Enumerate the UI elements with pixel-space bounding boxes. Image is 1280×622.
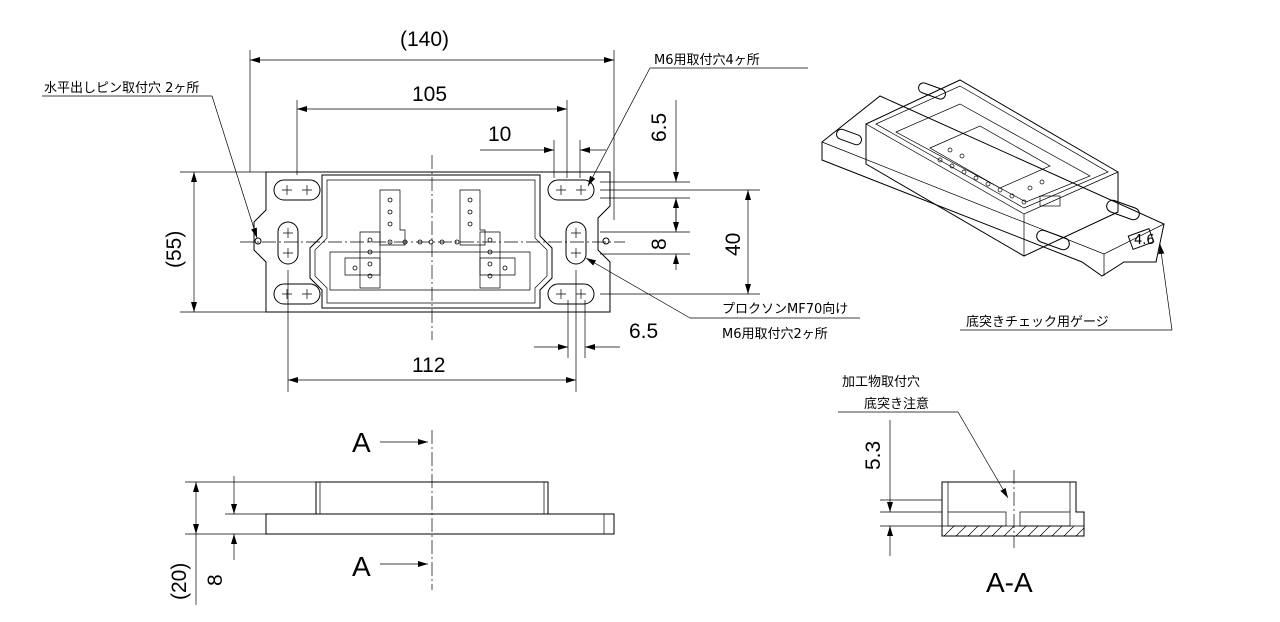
note-procson-line2: M6用取付穴2ヶ所 xyxy=(722,327,828,342)
dim-55: (55) xyxy=(163,231,186,268)
note-work-line1: 加工物取付穴 xyxy=(842,375,920,390)
iso-gauge-tag: 4.6 xyxy=(1134,233,1155,248)
section-title: A-A xyxy=(986,567,1033,598)
section-hatch xyxy=(943,525,1085,537)
top-view xyxy=(240,155,625,340)
m6-slots xyxy=(273,179,595,305)
dim-20: (20) xyxy=(168,563,191,600)
section-marker-bottom: A xyxy=(352,551,371,582)
note-gauge: 底突きチェック用ゲージ xyxy=(966,314,1109,330)
dim-105: 105 xyxy=(412,83,447,106)
note-m6-4holes: M6用取付穴4ヶ所 xyxy=(654,53,760,68)
dim-5-3: 5.3 xyxy=(862,441,885,470)
dim-side-8: 8 xyxy=(204,574,227,586)
section-marker-top: A xyxy=(352,427,371,458)
level-pin-hole xyxy=(254,237,262,245)
dim-6-5-top: 6.5 xyxy=(648,113,671,142)
note-procson-line1: プロクソンMF70向け xyxy=(722,301,848,317)
dim-40: 40 xyxy=(722,233,745,256)
note-level-pin: 水平出しピン取付穴 2ヶ所 xyxy=(44,81,199,96)
dim-112: 112 xyxy=(412,354,445,377)
leaders xyxy=(42,67,860,319)
dim-10: 10 xyxy=(488,123,511,146)
note-work-line2: 底突き注意 xyxy=(864,396,929,412)
section-view xyxy=(838,411,1085,556)
pocket-floor xyxy=(329,251,531,291)
dim-6-5-bottom: 6.5 xyxy=(629,320,658,343)
dim-8: 8 xyxy=(648,238,671,250)
hole-crosses xyxy=(282,185,586,299)
work-holes xyxy=(352,197,508,279)
pocket-outline xyxy=(309,174,553,309)
isometric-view xyxy=(821,79,1165,277)
front-view xyxy=(185,430,615,605)
top-dimensions xyxy=(180,50,760,392)
plate-outline xyxy=(253,171,611,313)
dim-140: (140) xyxy=(400,28,449,51)
